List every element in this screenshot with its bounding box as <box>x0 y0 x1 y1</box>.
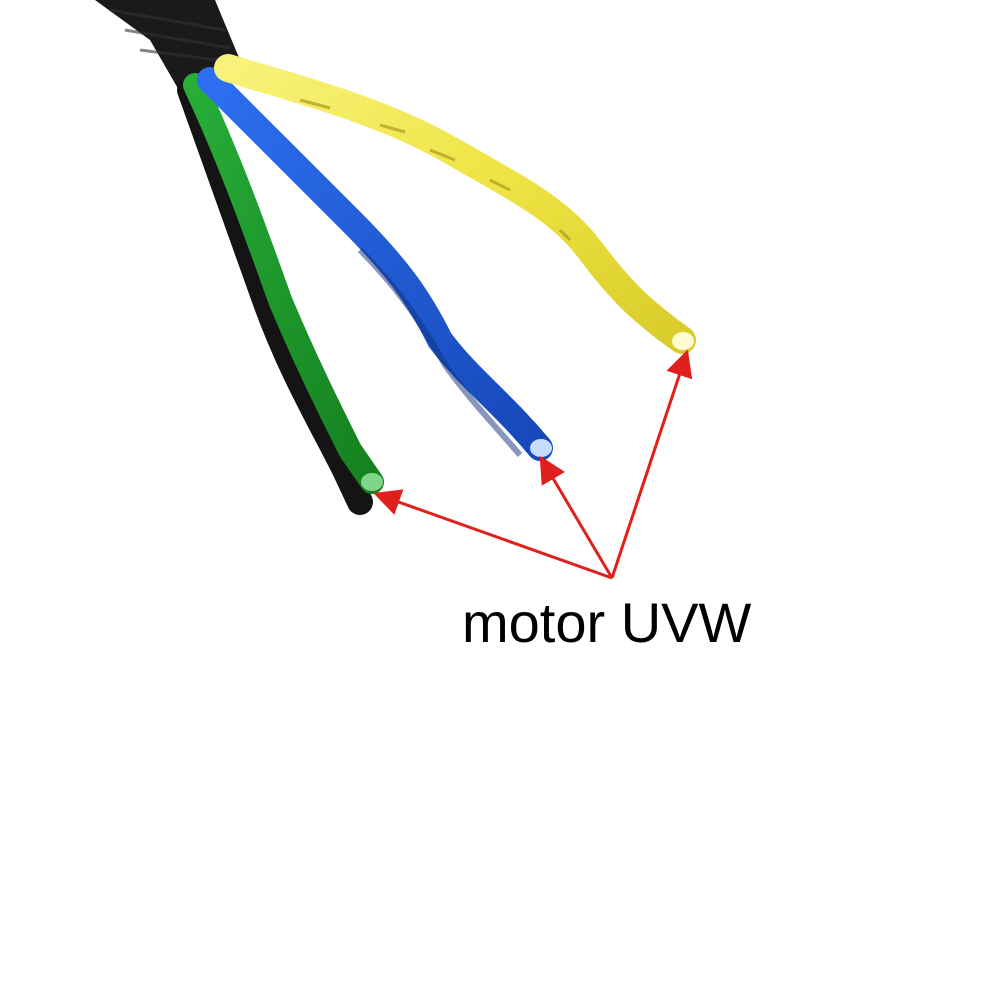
green-wire-tip <box>361 473 383 491</box>
yellow-wire-print <box>299 98 572 242</box>
arrow-to-blue <box>539 455 614 579</box>
blue-wire <box>197 67 553 461</box>
yellow-wire <box>214 54 696 354</box>
yellow-wire-tip <box>672 332 694 350</box>
blue-wire-tip <box>530 439 552 457</box>
caption-label: motor UVW <box>462 591 752 654</box>
arrow-to-green <box>373 489 613 580</box>
blue-wire-shadow <box>357 247 523 457</box>
arrow-to-yellow <box>610 349 693 579</box>
green-wire <box>183 73 384 494</box>
